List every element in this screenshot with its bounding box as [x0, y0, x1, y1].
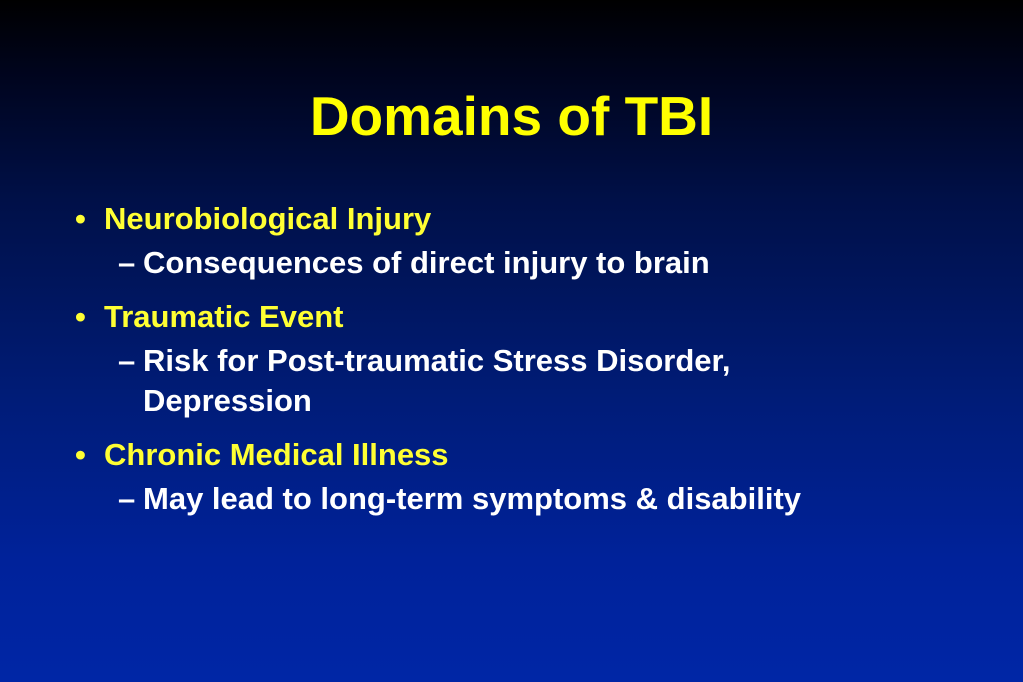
- bullet-heading: Chronic Medical Illness: [104, 437, 449, 472]
- bullet-list: • Neurobiological Injury – Consequences …: [75, 196, 975, 530]
- sub-item-text: Risk for Post-traumatic Stress Disorder,…: [143, 343, 731, 418]
- bullet-heading: Traumatic Event: [104, 299, 344, 334]
- sub-item-text: Consequences of direct injury to brain: [143, 245, 710, 280]
- dash-icon: –: [118, 481, 136, 516]
- dash-icon: –: [118, 343, 136, 378]
- bullet-item-traumatic-event: • Traumatic Event: [75, 294, 975, 340]
- bullet-icon: •: [75, 299, 86, 334]
- sub-item-text: May lead to long-term symptoms & disabil…: [143, 481, 802, 516]
- bullet-item-neurobiological-injury: • Neurobiological Injury: [75, 196, 975, 242]
- bullet-item-chronic-medical-illness: • Chronic Medical Illness: [75, 432, 975, 478]
- sub-item-consequences: – Consequences of direct injury to brain: [75, 243, 975, 283]
- sub-item-long-term-symptoms: – May lead to long-term symptoms & disab…: [75, 479, 975, 519]
- sub-item-risk-ptsd: – Risk for Post-traumatic Stress Disorde…: [75, 341, 975, 421]
- slide-title: Domains of TBI: [309, 85, 714, 147]
- bullet-icon: •: [75, 201, 86, 236]
- dash-icon: –: [118, 245, 136, 280]
- bullet-icon: •: [75, 437, 86, 472]
- bullet-heading: Neurobiological Injury: [104, 201, 432, 236]
